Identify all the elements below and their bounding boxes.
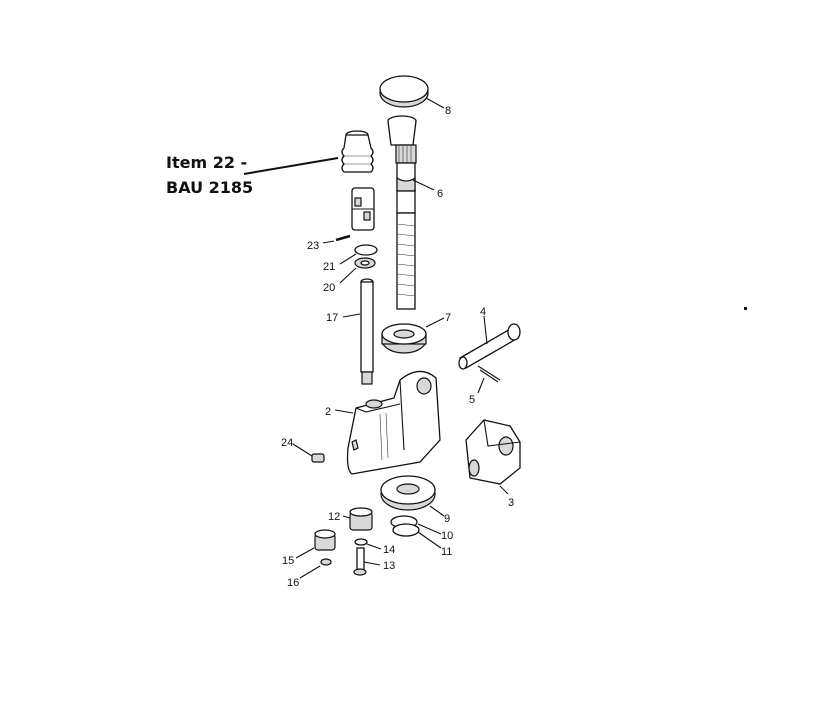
label-12: 12 — [328, 511, 340, 523]
item-22-callout: Item 22 - BAU 2185 — [166, 150, 253, 200]
part-8-cap — [379, 75, 445, 109]
label-15: 15 — [282, 555, 294, 567]
label-9: 9 — [444, 513, 450, 525]
callout-line-2: BAU 2185 — [166, 178, 254, 197]
part-12-pinion — [342, 507, 373, 531]
label-24: 24 — [281, 437, 293, 449]
part-10-11-spring — [390, 515, 442, 549]
part-5-split-pin — [477, 365, 501, 394]
part-15-small-gear — [295, 529, 336, 559]
label-7: 7 — [445, 312, 451, 324]
label-8: 8 — [445, 105, 451, 117]
part-9-gear — [380, 475, 445, 517]
part-16-nut — [299, 558, 332, 579]
label-5: 5 — [469, 394, 475, 406]
part-2-housing — [334, 370, 441, 475]
label-11: 11 — [441, 546, 452, 558]
part-17-drive-shaft — [342, 278, 374, 385]
callout-leader-line — [243, 157, 339, 175]
label-3: 3 — [508, 497, 514, 509]
part-14-washer — [354, 538, 382, 550]
callout-line-1: Item 22 - — [166, 153, 248, 172]
label-6: 6 — [437, 188, 443, 200]
part-4-clevis-pin — [458, 315, 521, 370]
label-16: 16 — [287, 577, 299, 589]
label-23: 23 — [307, 240, 319, 252]
part-21-circlip — [339, 244, 378, 265]
label-14: 14 — [383, 544, 395, 556]
label-2: 2 — [325, 406, 331, 418]
part-24-bolt — [292, 443, 325, 463]
label-17: 17 — [326, 312, 338, 324]
label-20: 20 — [323, 282, 335, 294]
part-22-boot — [341, 130, 374, 173]
label-4: 4 — [480, 306, 486, 318]
part-3-block — [465, 419, 521, 495]
part-6-threaded-shaft — [387, 115, 435, 310]
label-13: 13 — [383, 560, 395, 572]
part-20-washer — [339, 257, 376, 284]
part-23-pin — [322, 234, 351, 244]
part-13-pin — [353, 547, 381, 576]
part-universal-joint — [351, 187, 375, 231]
stray-dot — [744, 307, 747, 310]
label-10: 10 — [441, 530, 453, 542]
part-7-bearing — [381, 317, 445, 354]
label-21: 21 — [323, 261, 335, 273]
